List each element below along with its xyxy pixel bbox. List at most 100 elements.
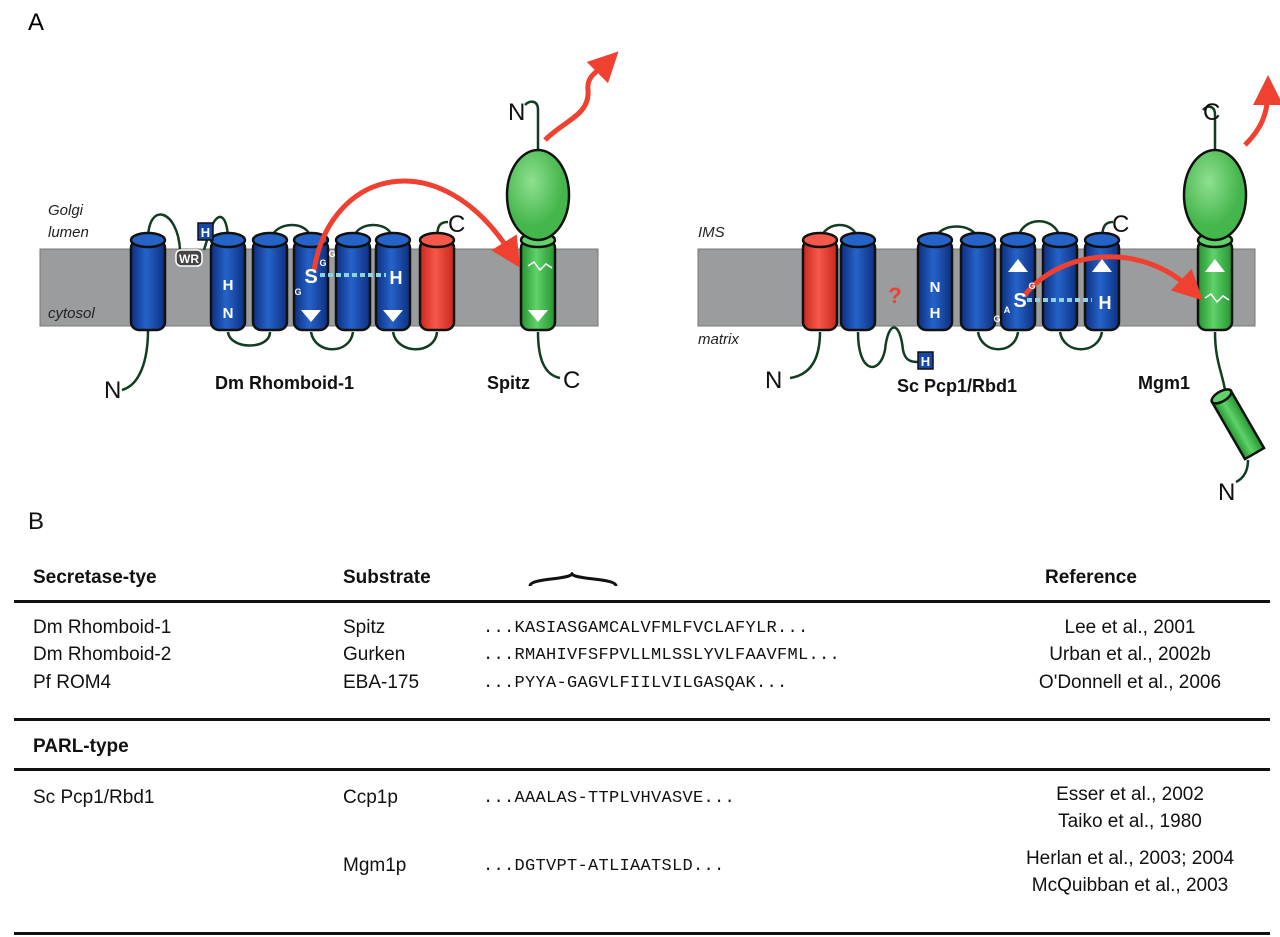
- header-substrate: Substrate: [343, 567, 431, 588]
- substrate-cell: Spitz: [343, 617, 386, 638]
- reference-cell: Urban et al., 2002b: [1049, 644, 1211, 665]
- substrate-tm-helix: [1196, 231, 1234, 332]
- sequence-cell: ...PYYA-GAGVLFIILVILGASQAK...: [483, 674, 788, 693]
- substrate-cell: Ccp1p: [343, 787, 398, 808]
- rule: [14, 600, 1270, 603]
- transmembrane-helix: [334, 231, 372, 332]
- cleavage-site-mgm1: [1204, 292, 1230, 304]
- sequence-cell: ...AAALAS-TTPLVHVASVE...: [483, 789, 736, 808]
- svg-text:N: N: [104, 377, 121, 404]
- svg-text:A: A: [1004, 305, 1011, 315]
- svg-text:H: H: [930, 305, 941, 322]
- protein-names: Dm Rhomboid-1 Spitz Sc Pcp1/Rbd1 Mgm1: [215, 373, 1190, 396]
- svg-text:N: N: [223, 305, 234, 322]
- svg-text:C: C: [563, 367, 580, 394]
- substrate-cell: EBA-175: [343, 672, 420, 693]
- panel-b-label: B: [28, 508, 45, 535]
- release-arrow-mgm1: [1243, 75, 1280, 147]
- reference-cell: O'Donnell et al., 2006: [1038, 672, 1222, 693]
- svg-text:G: G: [319, 258, 326, 268]
- protease-name-right: Sc Pcp1/Rbd1: [897, 376, 1017, 396]
- protease-cell: Dm Rhomboid-2: [33, 644, 172, 665]
- panel-a-diagram: A WR: [28, 9, 1280, 505]
- substrate-cell: Mgm1p: [343, 855, 407, 876]
- wr-motif-label: WR: [179, 252, 199, 266]
- svg-text:G: G: [1028, 281, 1035, 291]
- right-helix-labels: N H S G A G H: [930, 279, 1112, 324]
- header-type: Secretase-tye: [33, 567, 157, 588]
- transmembrane-helix: [418, 231, 456, 332]
- mgm1-matrix-helix: [1210, 388, 1266, 461]
- substrate-cell: Gurken: [343, 644, 406, 665]
- spitz-egf-domain: [505, 148, 571, 242]
- svg-text:G: G: [294, 287, 301, 297]
- reference-cell: Herlan et al., 2003; 2004: [1025, 848, 1235, 869]
- svg-text:C: C: [1203, 99, 1220, 126]
- substrate-tm-helix: [519, 231, 557, 332]
- left-helix-labels: H N S G G G H: [223, 249, 403, 322]
- cleavage-arrow-right: [1022, 254, 1203, 301]
- transmembrane-helix: [801, 231, 839, 332]
- rule: [14, 768, 1270, 771]
- svg-text:N: N: [1218, 479, 1235, 505]
- svg-text:H: H: [390, 268, 403, 288]
- transmembrane-helix: [251, 231, 289, 332]
- cleavage-site-spitz: [527, 260, 553, 272]
- svg-text:G: G: [993, 314, 1000, 324]
- tm-region-brace-icon: [528, 572, 618, 587]
- svg-text:IMS: IMS: [698, 224, 725, 241]
- transmembrane-helix: [839, 231, 877, 332]
- header-reference: Reference: [1045, 567, 1137, 588]
- h-box-right-label: H: [921, 354, 930, 369]
- release-arrow-spitz: [543, 51, 619, 142]
- transmembrane-helix: [959, 231, 997, 332]
- reference-cell: Taiko et al., 1980: [1058, 811, 1202, 832]
- substrate-name-left: Spitz: [487, 373, 530, 393]
- svg-text:C: C: [1112, 211, 1129, 238]
- rule: [14, 932, 1270, 935]
- svg-text:N: N: [930, 279, 941, 296]
- rule: [14, 718, 1270, 721]
- sequence-cell: ...RMAHIVFSFPVLLMLSSLYVLFAAVFML...: [483, 646, 841, 665]
- transmembrane-helix: [999, 231, 1037, 332]
- svg-text:G: G: [328, 249, 335, 259]
- svg-text:N: N: [765, 367, 782, 394]
- protease-cell: Sc Pcp1/Rbd1: [33, 787, 155, 808]
- svg-text:N: N: [508, 99, 525, 126]
- svg-text:cytosol: cytosol: [48, 305, 95, 322]
- unknown-loop-marker: ?: [888, 283, 901, 308]
- down-triangle-icon: [528, 310, 548, 322]
- substrate-name-right: Mgm1: [1138, 373, 1190, 393]
- h-box-right: [917, 351, 934, 370]
- reference-cell: Lee et al., 2001: [1064, 617, 1196, 638]
- transmembrane-helix: [1083, 231, 1121, 332]
- panel-a-label: A: [28, 9, 44, 36]
- sequence-cell: ...DGTVPT-ATLIAATSLD...: [483, 857, 725, 876]
- h-box-left-label: H: [201, 225, 210, 240]
- protease-name-left: Dm Rhomboid-1: [215, 373, 354, 393]
- down-triangle-icon: [301, 310, 321, 322]
- transmembrane-helix: [129, 231, 167, 332]
- mgm1-soluble-domain: [1182, 148, 1248, 242]
- up-triangle-icon: [1008, 259, 1028, 272]
- cleavage-arrow-left: [311, 178, 520, 271]
- svg-text:H: H: [1099, 293, 1112, 313]
- svg-text:lumen: lumen: [48, 224, 89, 241]
- svg-text:matrix: matrix: [698, 331, 739, 348]
- compartment-labels: Golgi lumen cytosol IMS matrix: [48, 202, 739, 348]
- transmembrane-helix: [916, 231, 954, 332]
- terminus-labels: N C N C N C C N: [104, 99, 1235, 505]
- reference-cell: McQuibban et al., 2003: [1031, 875, 1229, 896]
- svg-text:S: S: [304, 266, 317, 288]
- wr-motif: [175, 249, 203, 267]
- svg-text:Golgi: Golgi: [48, 202, 84, 219]
- up-triangle-icon: [1092, 259, 1112, 272]
- svg-text:S: S: [1013, 290, 1026, 312]
- h-box-left: [197, 222, 214, 241]
- protease-cell: Dm Rhomboid-1: [33, 617, 172, 638]
- reference-cell: Esser et al., 2002: [1056, 784, 1204, 805]
- transmembrane-helix: [1041, 231, 1079, 332]
- up-triangle-icon: [1205, 259, 1225, 272]
- svg-text:C: C: [448, 211, 465, 238]
